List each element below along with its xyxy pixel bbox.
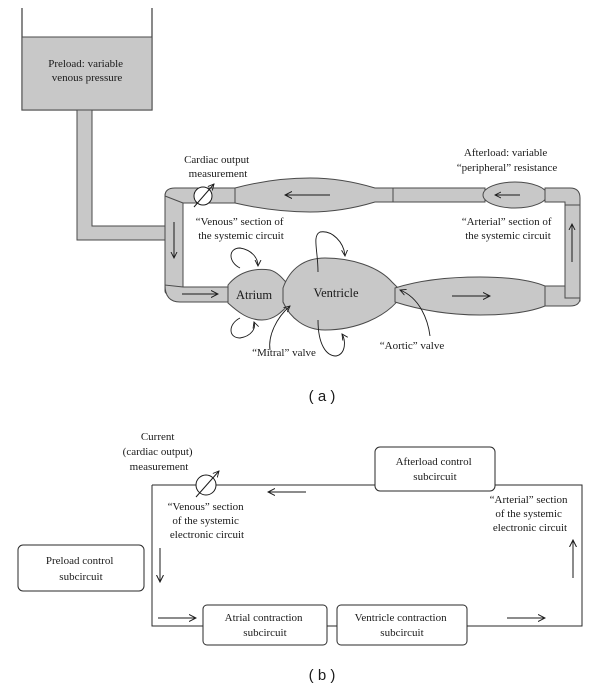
ventricle-contraction-arrow-top [315,231,345,273]
venous-section-label: “Venous” section of the systemic circuit [196,216,287,242]
bottom-right-tube [539,285,581,307]
preload-control-box [17,544,145,592]
ventricle-label: Ventricle [313,286,359,300]
aortic-valve-arrow [400,290,431,337]
ventricle-contraction-box [336,604,468,646]
atrium-contraction-arrow-bottom [230,317,254,339]
current-meter-needle [195,471,219,498]
venous-electronic-label: “Venous” section of the systemic electro… [168,501,247,541]
flow-meter-needle [193,184,214,208]
afterload-control-label: Afterload control subcircuit [396,456,475,483]
current-measurement-label: Current (cardiac output) measurement [123,431,196,473]
arterial-electronic-label: “Arterial” section of the systemic elect… [490,494,571,534]
atrium-contraction-arrow-top [230,247,258,269]
mitral-valve-label: “Mitral” valve [252,347,316,359]
afterload-control-box [374,446,496,492]
mitral-valve-arrow [269,306,290,351]
ventricle-contraction-label: Ventricle contraction subcircuit [355,612,450,639]
atrial-contraction-box [202,604,328,646]
panel-label-a: ( a ) [309,388,336,405]
top-right-tube [392,187,486,203]
panel-label-b: ( b ) [309,667,336,684]
atrium-label: Atrium [236,288,272,302]
diagram-a: Preload: variable venous pressure Cardia… [21,8,581,405]
ventricle-contraction-arrow-bottom [317,319,344,357]
diagram-b: Current (cardiac output) measurement Aft… [17,431,583,684]
preload-control-label: Preload control subcircuit [46,555,116,583]
aortic-valve-label: “Aortic” valve [380,340,445,352]
atrial-contraction-label: Atrial contraction subcircuit [225,612,306,639]
preload-pipe [76,109,179,241]
afterload-label: Afterload: variable “peripheral” resista… [457,147,558,174]
preload-label: Preload: variable venous pressure [48,58,126,84]
arterial-section-label: “Arterial” section of the systemic circu… [462,216,555,242]
circuit-wire [151,484,583,627]
cardiac-output-label: Cardiac output measurement [184,154,252,180]
